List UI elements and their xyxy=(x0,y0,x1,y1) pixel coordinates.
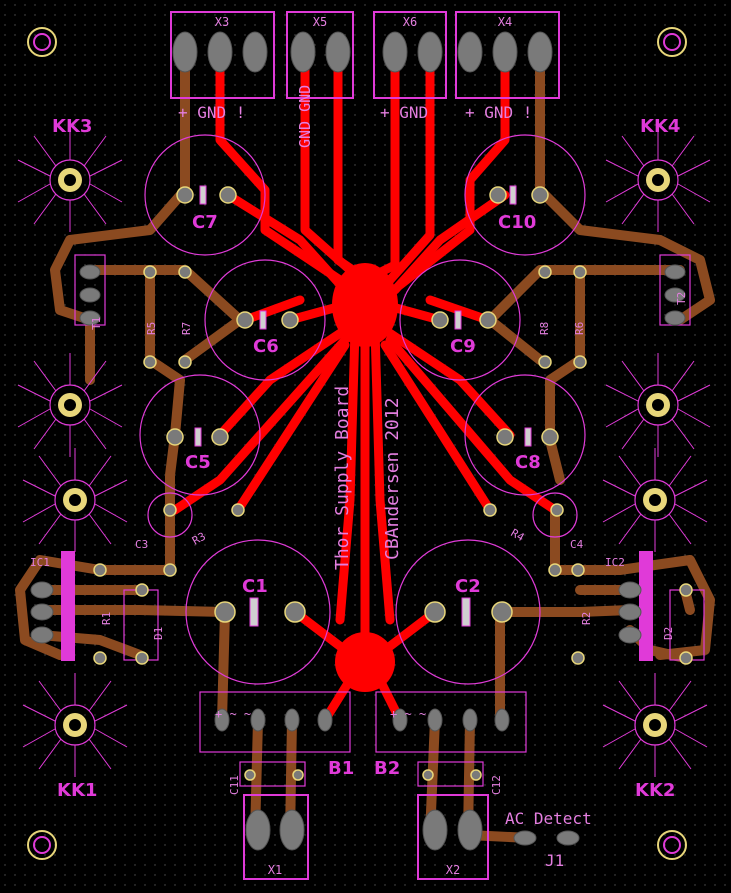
center-copper-pour xyxy=(332,263,398,347)
component-refs: C7 C10 C6 C9 C5 C8 C1 C2 B1 B2 KK3 KK4 K… xyxy=(52,116,680,801)
c5-ref: C5 xyxy=(185,452,211,473)
silkscreen-labels: X3 X5 X6 X4 + GND ! + GND + GND ! GND GN… xyxy=(30,15,688,877)
heatsink-kk4 xyxy=(605,127,711,458)
r8-label: R8 xyxy=(538,322,551,335)
kk3-label: KK3 xyxy=(52,116,92,137)
c1-ref: C1 xyxy=(242,576,268,597)
capacitor-outlines xyxy=(139,134,586,685)
t2-label: T2 xyxy=(675,292,688,305)
x4-pin-marks: + GND ! xyxy=(465,103,532,122)
r4-label: R4 xyxy=(509,526,527,544)
x6-label: X6 xyxy=(403,15,417,29)
b1-ref: B1 xyxy=(328,758,354,779)
t1-label: T1 xyxy=(90,317,103,330)
c8-ref: C8 xyxy=(515,452,541,473)
r3-label: R3 xyxy=(190,530,208,548)
r5-label: R5 xyxy=(145,322,158,335)
x6-pin-marks: + GND xyxy=(380,103,428,122)
x4-label: X4 xyxy=(498,15,512,29)
c2-ref: C2 xyxy=(455,576,481,597)
b2-ref: B2 xyxy=(374,758,400,779)
x3-label: X3 xyxy=(215,15,229,29)
j1-caption: AC Detect xyxy=(505,809,592,828)
x5-label: X5 xyxy=(313,15,327,29)
x2-label: X2 xyxy=(446,863,460,877)
c3-label: C3 xyxy=(135,538,148,551)
r6-label: R6 xyxy=(573,322,586,335)
ground-copper-pour xyxy=(335,632,395,692)
x5-pin-marks: GND GND xyxy=(296,85,314,148)
capacitor-markers xyxy=(194,185,532,627)
connector-outlines xyxy=(61,11,705,880)
c6-ref: C6 xyxy=(253,336,279,357)
mounting-holes xyxy=(27,27,687,860)
ic1-label: IC1 xyxy=(30,556,50,569)
board-title: Thor Supply Board xyxy=(332,386,353,570)
round-pads xyxy=(93,186,693,781)
c9-ref: C9 xyxy=(450,336,476,357)
b1-pin-marks: + ~ ~ xyxy=(215,707,251,721)
c12-label: C12 xyxy=(490,775,503,795)
r7-label: R7 xyxy=(180,322,193,335)
x3-pin-marks: + GND ! xyxy=(178,103,245,122)
kk1-label: KK1 xyxy=(57,780,97,801)
d1-label: D1 xyxy=(152,627,165,640)
heatsink-kk2 xyxy=(602,447,708,778)
b2-pin-marks: + ~ ~ xyxy=(390,707,426,721)
heatsink-kk3 xyxy=(17,127,123,458)
heatsink-kk1 xyxy=(22,447,128,778)
c11-label: C11 xyxy=(228,775,241,795)
r2-label: R2 xyxy=(580,612,593,625)
d2-label: D2 xyxy=(662,627,675,640)
connector-pads xyxy=(30,31,686,851)
kk4-label: KK4 xyxy=(640,116,680,137)
c4-label: C4 xyxy=(570,538,584,551)
j1-label: J1 xyxy=(545,851,564,870)
board-author: CBAndersen 2012 xyxy=(382,397,403,560)
x1-label: X1 xyxy=(268,863,282,877)
kk2-label: KK2 xyxy=(635,780,675,801)
c10-ref: C10 xyxy=(498,212,536,233)
ic2-label: IC2 xyxy=(605,556,625,569)
c7-ref: C7 xyxy=(192,212,218,233)
r1-label: R1 xyxy=(100,612,113,625)
